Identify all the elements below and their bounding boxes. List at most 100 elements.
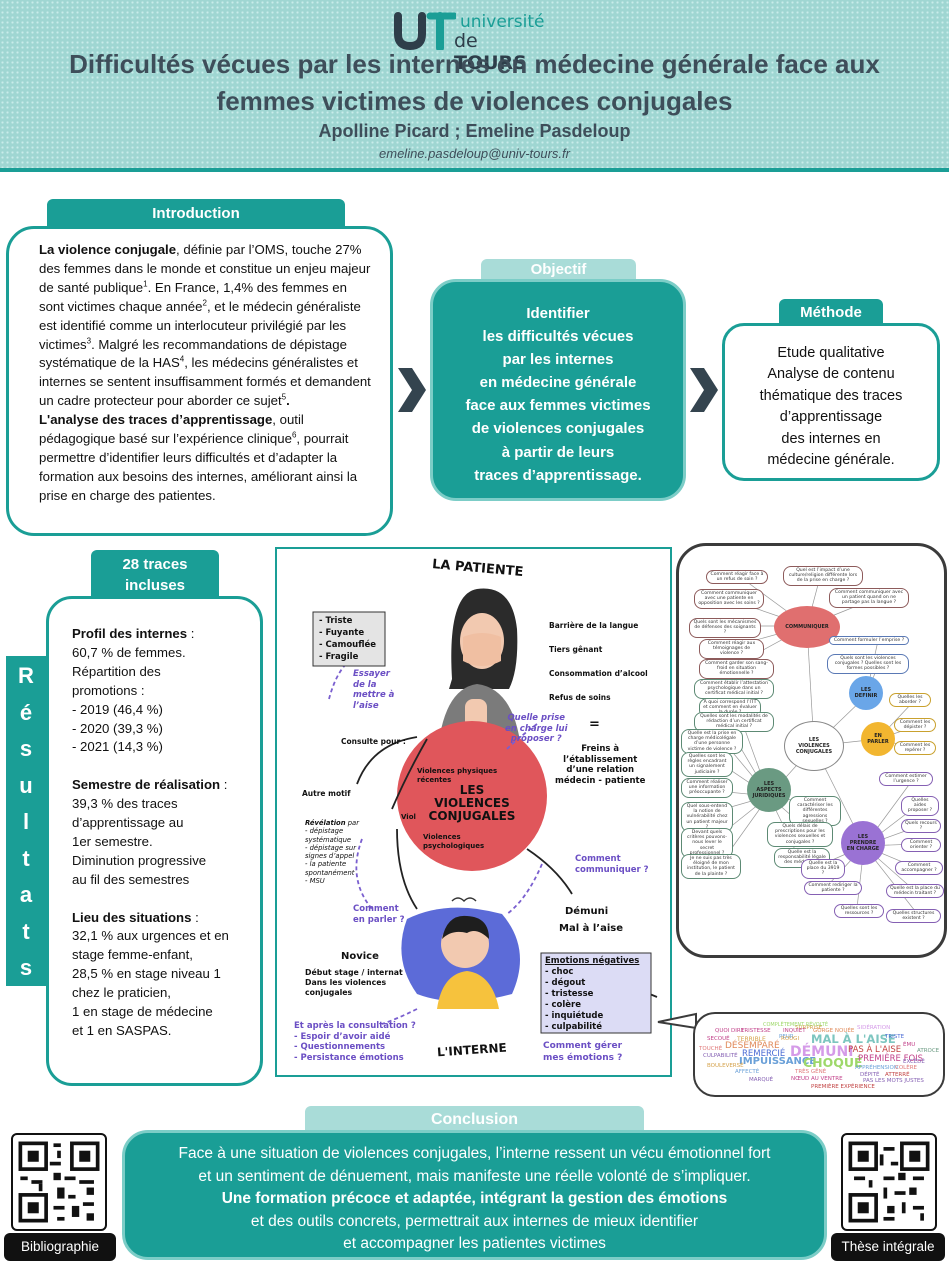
line: Comment bbox=[353, 904, 399, 914]
semestre-line: 39,3 % des traces bbox=[72, 796, 178, 812]
cloud-word: ROUGI bbox=[781, 1036, 800, 1042]
methode-line: des internes en bbox=[781, 430, 881, 447]
mindmap-item: Comment rediriger la patiente ? bbox=[804, 881, 862, 896]
resultats-box: Profil des internes : 60,7 % de femmes. … bbox=[46, 596, 263, 1086]
objectif-line: en médecine générale bbox=[479, 374, 637, 392]
state: - Fuyante bbox=[319, 628, 365, 638]
line: - dépistage sur bbox=[305, 843, 356, 852]
emotions-box: Emotions négatives - choc - dégout - tri… bbox=[545, 956, 639, 1033]
qr-code-bibliographie[interactable] bbox=[11, 1133, 107, 1231]
cloud-word: EXCÉDÉ bbox=[903, 1059, 925, 1065]
cloud-word: DÉSEMPARÉ bbox=[725, 1041, 780, 1051]
cloud-word: SECOUÉ bbox=[707, 1036, 730, 1042]
mindmap-item: Quels sont les violences conjugales ? Qu… bbox=[827, 654, 909, 674]
mindmap-item: Quelles sont les ressources ? bbox=[834, 904, 884, 919]
line: - dépistage bbox=[305, 827, 344, 836]
circle-small-bottom: Violences psychologiques bbox=[423, 833, 484, 850]
objectif-line: à partir de leurs bbox=[501, 443, 615, 461]
cloud-word: SIDÉRATION bbox=[857, 1025, 891, 1031]
emotion: - choc bbox=[545, 967, 574, 977]
lieu-line: 1 en stage de médecine bbox=[72, 1004, 213, 1020]
conclusion-line: Une formation précoce et adaptée, intégr… bbox=[221, 1190, 728, 1208]
line: Quelle prise bbox=[507, 713, 566, 723]
line: Dans les violences bbox=[305, 978, 387, 987]
mindmap-center-node: LES VIOLENCES CONJUGALES bbox=[784, 721, 844, 771]
intro-text: La violence conjugale, définie par l’OMS… bbox=[39, 242, 371, 503]
objectif-heading: Objectif bbox=[481, 259, 636, 281]
mindmap-item: Comment formuler l’emprise ? bbox=[829, 636, 909, 646]
barrier: Refus de soins bbox=[549, 693, 611, 702]
lieu-line: 28,5 % en stage niveau 1 bbox=[72, 966, 221, 982]
title-line-1: Difficultés vécues par les internes en m… bbox=[69, 49, 880, 79]
mindmap-item: Comment communiquer avec un patient quan… bbox=[829, 588, 909, 608]
barrier: Tiers gênant bbox=[549, 645, 603, 654]
mindmap-item: Je ne suis pas très éloigné de mon insti… bbox=[681, 854, 741, 879]
line: Et après la consultation ? bbox=[294, 1021, 416, 1031]
freins-label: Freins à l’établissement d’une relation … bbox=[555, 744, 645, 786]
letter: t bbox=[22, 918, 30, 944]
conclusion-line: et des outils concrets, permettrait aux … bbox=[250, 1212, 699, 1230]
cloud-word: QUOI DIRE bbox=[715, 1028, 745, 1034]
line: - Persistance émotions bbox=[294, 1052, 404, 1063]
mindmap-item: Comment estimer l’urgence ? bbox=[879, 772, 933, 787]
mindmap-item: Quels recours ? bbox=[901, 819, 941, 834]
line: récentes bbox=[417, 775, 452, 784]
contact-email[interactable]: emeline.pasdeloup@univ-tours.fr bbox=[379, 146, 570, 161]
line: proposer ? bbox=[510, 734, 562, 744]
emotion: - dégout bbox=[545, 978, 586, 988]
lieu-title: Lieu des situations : bbox=[72, 909, 199, 925]
mindmap-item: Comment réagir aux témoignages de violen… bbox=[699, 639, 764, 659]
mindmap-item: Quels sont les mécanismes de défenses de… bbox=[689, 618, 761, 638]
line: ASPECTS bbox=[756, 787, 782, 793]
tab-line: incluses bbox=[124, 577, 186, 594]
cloud-word: MARQUÉ bbox=[749, 1077, 774, 1083]
lieu-line: chez le praticien, bbox=[72, 985, 171, 1001]
mindmap-item: Quelle est la place du 3919 ? bbox=[801, 859, 845, 879]
profil-line: - 2020 (39,3 %) bbox=[72, 720, 163, 736]
comment-communiquer: Comment communiquer ? bbox=[575, 854, 649, 875]
line: mettre à bbox=[353, 690, 395, 700]
chevron-right-icon bbox=[398, 368, 426, 412]
autre-motif-label: Autre motif bbox=[302, 789, 351, 798]
bibliographie-label[interactable]: Bibliographie bbox=[4, 1233, 116, 1261]
letter: s bbox=[19, 736, 33, 761]
authors: Apolline Picard ; Emeline Pasdeloup bbox=[318, 121, 631, 141]
chevron-right-icon bbox=[690, 368, 718, 412]
profil-title: Profil des internes : bbox=[72, 626, 195, 641]
mindmap-item: Comment orienter ? bbox=[901, 838, 941, 853]
line: de la bbox=[353, 679, 377, 690]
essayer-label: Essayer de la mettre à l’aise bbox=[353, 669, 394, 711]
line: EN bbox=[874, 733, 882, 739]
letter: t bbox=[22, 845, 30, 871]
cloud-word: PREMIÈRE EXPÉRIENCE bbox=[811, 1084, 875, 1090]
cloud-word: DÉPITÉ bbox=[860, 1072, 880, 1078]
cloud-word: ATTERRÉ bbox=[885, 1072, 910, 1078]
cloud-word: TRISTESSE bbox=[741, 1028, 771, 1034]
cloud-word: TOUCHÉ bbox=[699, 1046, 723, 1052]
results-diagram: LA PATIENTE - Triste - Fuyante - Camoufl… bbox=[275, 547, 672, 1077]
conclusion-line: et accompagner les patientes victimes bbox=[343, 1235, 606, 1253]
interne-illustration bbox=[401, 897, 520, 1009]
line: VIOLENCES bbox=[798, 743, 830, 749]
mindmap-item: Quelle est la place du médecin traitant … bbox=[886, 884, 944, 899]
mindmap-item: Quelles sont les règles encadrant un sig… bbox=[681, 752, 733, 777]
line: LES bbox=[763, 781, 775, 787]
letter: R bbox=[18, 663, 34, 688]
mindmap-item: Quel est l’impact d’une culture/religion… bbox=[783, 566, 863, 586]
methode-line: Etude qualitative bbox=[777, 345, 885, 361]
conclusion-heading: Conclusion bbox=[305, 1106, 644, 1132]
cloud-word: DÉMUNI bbox=[790, 1044, 854, 1060]
mindmap-item: Quelle est la prise en charge médicoléga… bbox=[681, 729, 743, 754]
line: systématique bbox=[305, 835, 352, 844]
methode-box: Etude qualitative Analyse de contenu thé… bbox=[722, 323, 940, 481]
qr-code-these[interactable] bbox=[841, 1133, 937, 1231]
emotion: - culpabilité bbox=[545, 1022, 602, 1032]
methode-heading: Méthode bbox=[779, 299, 883, 325]
profil-line: 60,7 % de femmes. bbox=[72, 644, 186, 660]
barrier: Barrière de la langue bbox=[549, 621, 639, 630]
these-integrale-label[interactable]: Thèse intégrale bbox=[831, 1233, 945, 1261]
mindmap-item: Quelles les aborder ? bbox=[889, 693, 931, 708]
gerer-label: Comment gérer mes émotions ? bbox=[543, 1041, 622, 1064]
emotion: - inquiétude bbox=[545, 1011, 604, 1021]
state: - Camouflée bbox=[319, 640, 377, 650]
